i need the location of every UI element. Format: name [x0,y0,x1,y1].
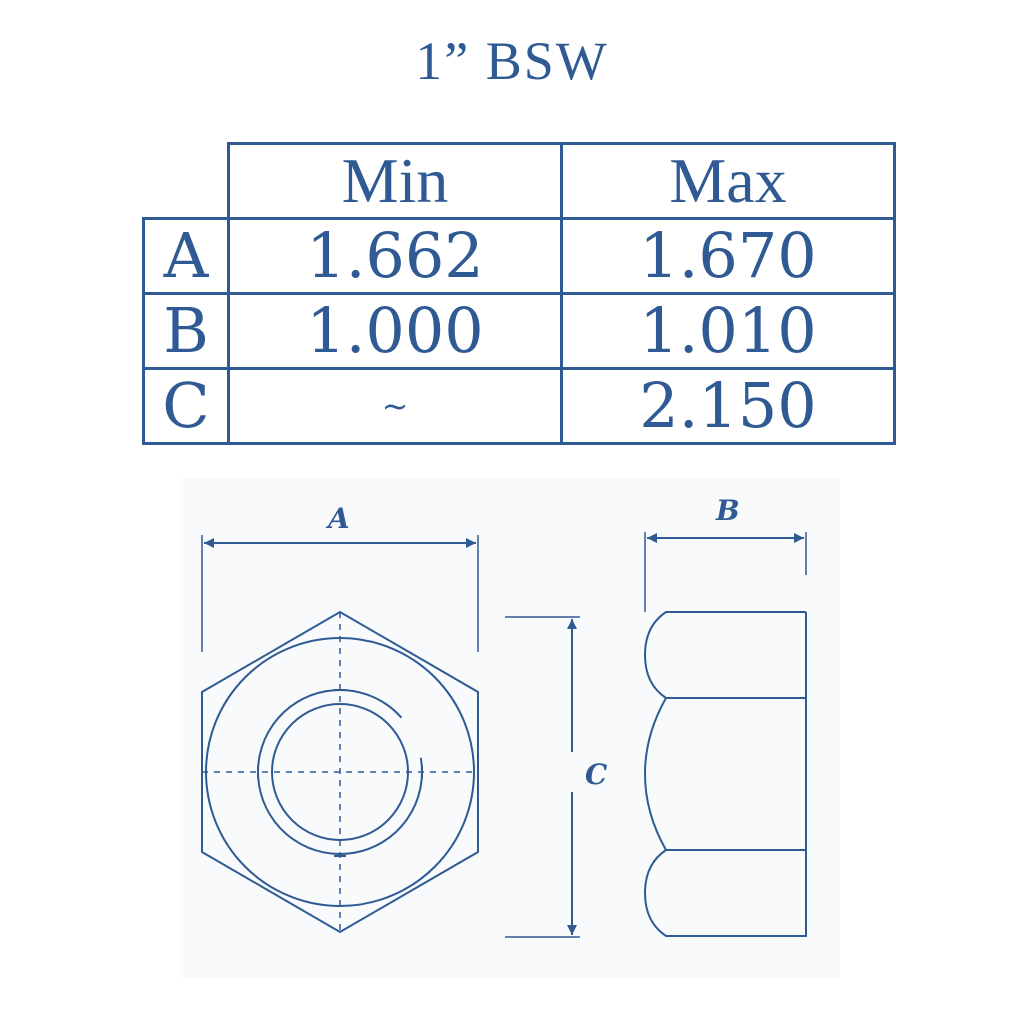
cell-b-max: 1.010 [560,292,896,370]
hex-nut-svg: A B C [201,494,807,938]
column-header-max: Max [560,142,896,220]
table-row-b: B 1.000 1.010 [142,292,896,370]
thread-outer-circle [257,689,423,855]
cell-a-max: 1.670 [560,217,896,295]
row-label-a: A [142,217,230,295]
hex-nut-drawing: A B C [180,478,840,978]
row-label-b: B [142,292,230,370]
side-view-outline [643,611,807,937]
table-row-c: C ~ 2.150 [142,367,896,445]
dim-c-label: C [585,758,608,791]
cell-c-min: ~ [227,367,563,445]
spec-table: Min Max A 1.662 1.670 B 1.000 1.010 C ~ … [142,142,896,445]
table-row-a: A 1.662 1.670 [142,217,896,295]
dim-b-label: B [715,494,740,527]
column-header-min: Min [227,142,563,220]
table-corner-cell [143,143,230,220]
cell-c-max: 2.150 [560,367,896,445]
cell-a-min: 1.662 [227,217,563,295]
hex-outline [201,610,479,934]
page-title: 1” BSW [415,31,609,91]
row-label-c: C [142,367,230,445]
table-header-row: Min Max [143,142,896,220]
cell-b-min: 1.000 [227,292,563,370]
dim-a-label: A [325,502,350,535]
